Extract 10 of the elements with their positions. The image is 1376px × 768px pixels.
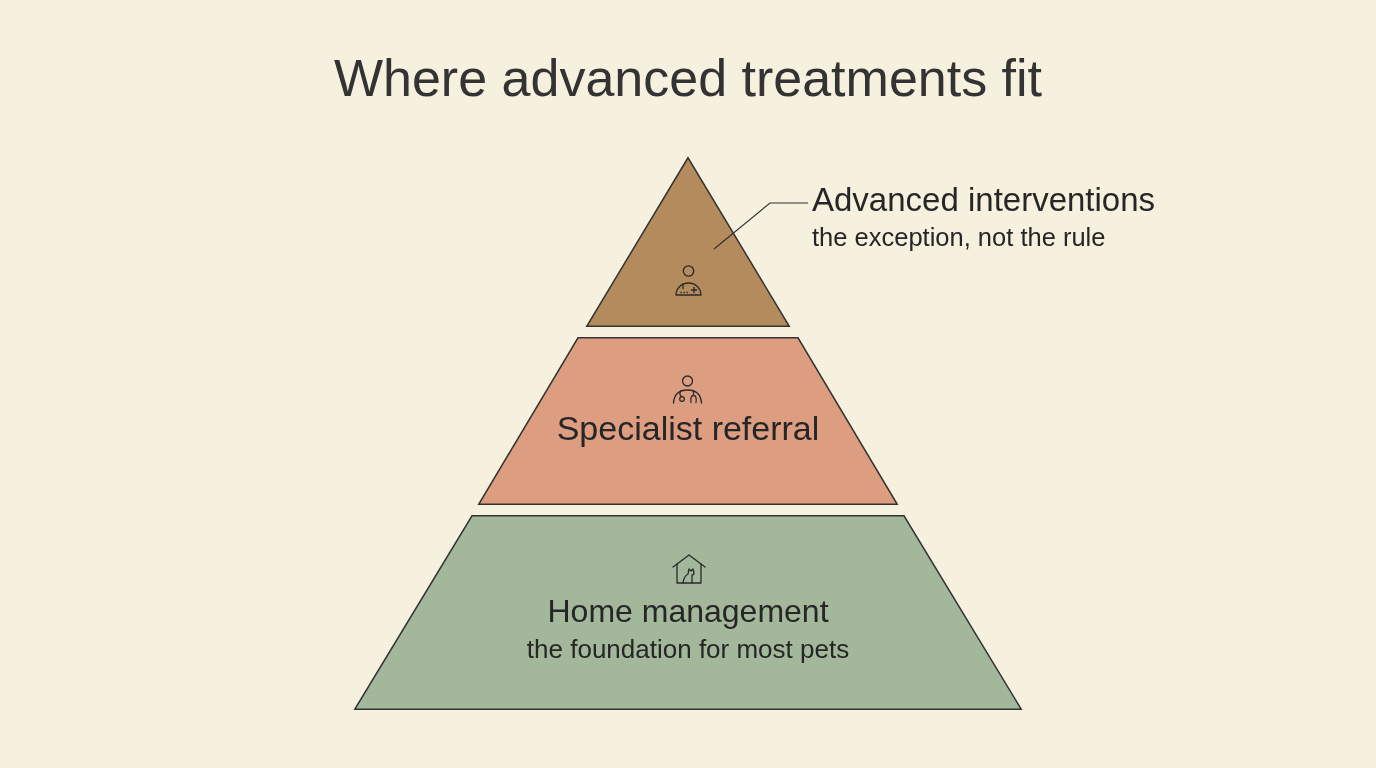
tier-heading: Home management xyxy=(547,593,829,630)
tier-label: Specialist referral xyxy=(556,409,820,449)
pyramid-middle-tier xyxy=(478,337,898,505)
diagram-title: Where advanced treatments fit xyxy=(333,49,1043,109)
pyramid-base-tier xyxy=(354,515,1022,710)
leader-line xyxy=(713,202,809,250)
pyramid-top-tier xyxy=(586,157,790,327)
callout-heading: Advanced interventions xyxy=(812,181,1156,219)
tier-subtitle: the foundation for most pets xyxy=(526,635,850,665)
callout-subtitle: the exception, not the rule xyxy=(812,223,1106,253)
